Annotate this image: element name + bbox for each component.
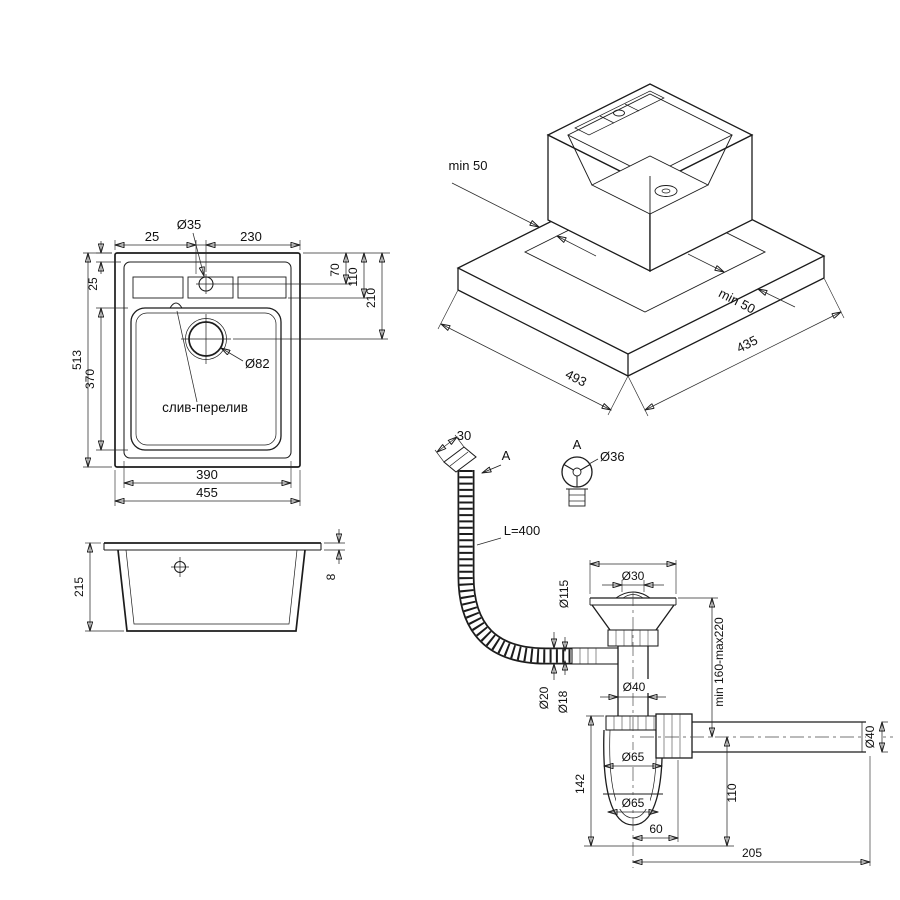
faucet-hole-iso [613, 109, 625, 117]
dim-deck-depth-label: 70 [328, 263, 342, 277]
dim-overflow-pipe-inner-label: Ø18 [556, 690, 570, 713]
dim-tailpipe-label: Ø40 [623, 680, 646, 694]
outlet-nut [655, 713, 693, 759]
bowl-profile [117, 549, 306, 632]
dim-outlet-offset-label: 60 [649, 822, 663, 836]
dim-overflow-grate-label: Ø36 [600, 449, 625, 464]
dim-height-label: 215 [72, 577, 86, 597]
drain-kit-view: 30 A A Ø36 L=400 Ø115 Ø30 Ø20 [434, 428, 893, 868]
dim-overflow-pipe-outer-label: Ø20 [537, 686, 551, 709]
deck-plate-left [132, 276, 184, 299]
drain-kit-dimensions: 30 A A Ø36 L=400 Ø115 Ø30 Ø20 [434, 428, 888, 866]
overflow-inlet-stub [571, 647, 619, 665]
dim-flange-label: Ø115 [557, 579, 571, 608]
section-view-label: A [573, 437, 582, 452]
dim-bowl-length-label: 370 [83, 369, 97, 389]
dim-faucet-diameter-label: Ø35 [177, 217, 202, 232]
bowl-inner [135, 312, 277, 446]
side-view-outline [103, 542, 322, 632]
dim-cutout-width-label: 435 [734, 332, 760, 355]
sink-rim-top [546, 83, 754, 187]
sink-outer-edge [114, 252, 301, 468]
section-arrow-label: A [502, 448, 511, 463]
side-view-dimensions: 215 8 [72, 529, 345, 631]
iso-sink [546, 83, 754, 273]
dim-outlet-drop-label: 110 [725, 783, 739, 802]
overflow-grate-body [568, 488, 586, 507]
dim-hose-fitting-label: 30 [457, 428, 471, 443]
drain-kit-centerlines [632, 592, 893, 868]
bowl-outer [130, 307, 282, 451]
deck-plate-middle [187, 276, 234, 299]
top-view-dimensions: 25 Ø35 230 25 513 370 70 [70, 217, 390, 506]
dim-outlet-length-label: 205 [742, 846, 762, 860]
dim-cup-top-label: Ø65 [622, 750, 645, 764]
drain-kit-parts [443, 446, 869, 826]
dim-cutout-length-label: 493 [563, 366, 589, 389]
dim-overall-length-label: 513 [70, 350, 84, 370]
dim-bowl-width-label: 390 [196, 467, 218, 482]
overflow-label: слив-перелив [162, 400, 248, 415]
top-view: 25 Ø35 230 25 513 370 70 [70, 217, 390, 506]
dim-trap-height-label: 142 [573, 774, 587, 794]
dim-hose-length-label: L=400 [504, 523, 541, 538]
dim-install-height-label: min 160-max220 [712, 617, 726, 707]
deck-plate-right [237, 276, 287, 299]
drain-hole-iso [654, 185, 678, 197]
overflow-hole [169, 302, 183, 309]
dim-flange-thickness-label: 8 [324, 573, 338, 580]
dim-faucet-to-edge-label: 230 [240, 229, 262, 244]
dim-margin-top-label: min 50 [448, 158, 487, 173]
side-view: 215 8 [72, 529, 345, 632]
dim-strainer-label: Ø30 [622, 569, 645, 583]
dim-drain-diameter-label: Ø82 [245, 356, 270, 371]
dim-outlet-pipe-label: Ø40 [863, 725, 877, 748]
faucet-deck-iso [574, 90, 665, 136]
iso-view: min 50 min 50 493 435 [437, 83, 845, 417]
dim-overall-width-label: 455 [196, 485, 218, 500]
hose-elbow-fitting [443, 446, 477, 473]
dim-cup-bottom-label: Ø65 [622, 796, 645, 810]
dim-drain-center-label: 210 [364, 288, 378, 308]
sink-rim-inner [123, 261, 292, 459]
dim-top-offset-label: 25 [145, 229, 159, 244]
top-view-outline [114, 252, 301, 468]
dim-deck-total-label: 110 [346, 267, 360, 286]
